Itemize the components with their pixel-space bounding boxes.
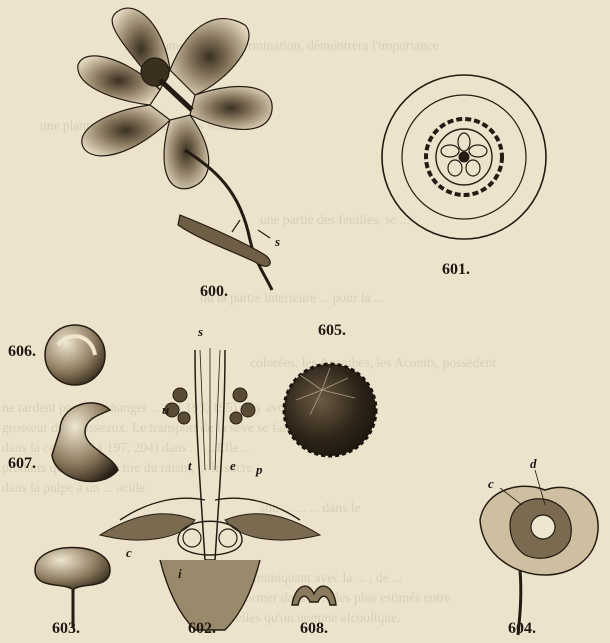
callout-c-604: c — [488, 476, 494, 492]
figure-label-607: 607. — [8, 455, 36, 473]
callout-s-600: s — [275, 234, 280, 250]
figure-label-600: 600. — [200, 283, 228, 301]
fig-604-flower — [480, 470, 598, 635]
callout-u: u — [162, 402, 169, 418]
fig-608-embryo — [292, 586, 336, 605]
fig-607-seed — [52, 403, 118, 482]
callout-e: e — [230, 458, 236, 474]
figure-label-602: 602. — [188, 620, 216, 638]
figure-label-606: 606. — [8, 343, 36, 361]
fig-601-cross-section — [382, 75, 546, 239]
callout-c-602: c — [126, 545, 132, 561]
callout-d: d — [530, 456, 537, 472]
figure-label-604: 604. — [508, 620, 536, 638]
figure-label-601: 601. — [442, 261, 470, 279]
callout-i: i — [178, 566, 182, 582]
callout-p: p — [256, 462, 263, 478]
figure-label-603: 603. — [52, 620, 80, 638]
callout-t: t — [188, 458, 192, 474]
fig-600-flower — [78, 8, 272, 290]
fig-606-seed — [45, 325, 105, 385]
fig-603-embryo — [35, 548, 110, 629]
figure-label-605: 605. — [318, 322, 346, 340]
callout-s-602: s — [198, 324, 203, 340]
fig-605-fruit — [284, 364, 376, 456]
figure-label-608: 608. — [300, 620, 328, 638]
